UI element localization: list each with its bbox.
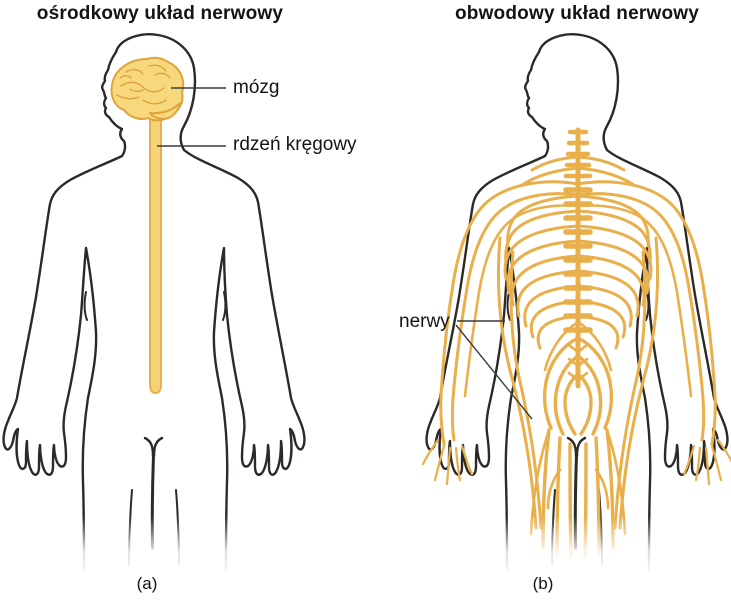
figure-central-nervous-system (2, 32, 306, 572)
nerves-leader-line-leg (455, 324, 533, 420)
figure-peripheral-nervous-system (421, 32, 731, 572)
nerve-network-illustration (421, 127, 731, 558)
caption-b: (b) (532, 574, 554, 593)
right-panel-title: obwodowy układ nerwowy (454, 3, 700, 24)
brain-label: mózg (233, 77, 280, 98)
caption-a: (a) (136, 574, 158, 593)
left-panel-title: ośrodkowy układ nerwowy (36, 3, 284, 24)
spinal-cord-label: rdzeń kręgowy (233, 134, 357, 155)
nerves-label: nerwy (399, 311, 450, 332)
bottom-fade-overlay (0, 516, 731, 580)
brain-illustration (110, 56, 185, 122)
spinal-cord-illustration (149, 107, 162, 395)
